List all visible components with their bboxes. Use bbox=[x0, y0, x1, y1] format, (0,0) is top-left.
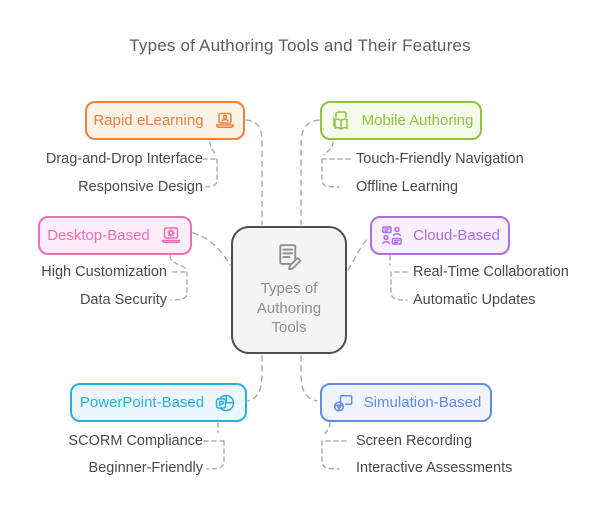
feature-screen-recording: Screen Recording bbox=[356, 433, 473, 449]
connector-center-to-powerpoint bbox=[247, 355, 263, 402]
people-chat-icon bbox=[380, 224, 404, 248]
document-pencil-icon bbox=[274, 242, 304, 272]
elearning-laptop-icon bbox=[213, 109, 237, 133]
bracket-cloud-features bbox=[389, 255, 408, 301]
node-label: Mobile Authoring bbox=[361, 112, 474, 129]
node-label: PowerPoint-Based bbox=[79, 394, 205, 411]
bracket-powerpoint-features bbox=[203, 422, 225, 470]
bracket-mobile-features bbox=[321, 141, 351, 188]
connector-rapid-to-center bbox=[245, 119, 263, 225]
mobile-book-icon bbox=[329, 109, 353, 133]
simulation-wheel-icon bbox=[331, 391, 355, 415]
feature-touch-friendly-navigation: Touch-Friendly Navigation bbox=[356, 151, 524, 167]
node-rapid-elearning: Rapid eLearning bbox=[85, 101, 245, 140]
center-node-types-of-authoring-tools: Types of Authoring Tools bbox=[231, 226, 347, 354]
center-line-2: Authoring bbox=[256, 299, 322, 317]
feature-real-time-collaboration: Real-Time Collaboration bbox=[413, 264, 569, 280]
feature-data-security: Data Security bbox=[79, 292, 167, 308]
feature-beginner-friendly: Beginner-Friendly bbox=[88, 460, 203, 476]
bracket-rapid-features bbox=[200, 141, 218, 188]
connector-center-to-simulation bbox=[300, 355, 318, 402]
feature-high-customization: High Customization bbox=[41, 264, 167, 280]
connector-desktop-to-center bbox=[192, 232, 231, 266]
node-mobile-authoring: Mobile Authoring bbox=[320, 101, 482, 140]
center-line-1: Types of bbox=[260, 279, 318, 297]
laptop-gear-icon bbox=[159, 224, 183, 248]
node-label: Rapid eLearning bbox=[93, 112, 204, 129]
connector-mobile-to-center bbox=[300, 119, 320, 225]
bracket-simulation-features bbox=[321, 422, 347, 470]
feature-drag-and-drop-interface: Drag-and-Drop Interface bbox=[45, 151, 203, 167]
node-simulation-based: Simulation-Based bbox=[320, 383, 492, 422]
feature-offline-learning: Offline Learning bbox=[356, 179, 459, 195]
node-label: Desktop-Based bbox=[47, 227, 150, 244]
feature-responsive-design: Responsive Design bbox=[78, 179, 203, 195]
center-line-3: Tools bbox=[271, 319, 307, 337]
powerpoint-pie-icon bbox=[213, 391, 237, 415]
feature-interactive-assessments: Interactive Assessments bbox=[356, 460, 513, 476]
center-node-label: Types of Authoring Tools bbox=[257, 279, 321, 338]
bracket-desktop-features bbox=[169, 255, 188, 301]
node-powerpoint-based: PowerPoint-Based bbox=[70, 383, 247, 422]
node-cloud-based: Cloud-Based bbox=[370, 216, 510, 255]
node-desktop-based: Desktop-Based bbox=[38, 216, 192, 255]
diagram-title: Types of Authoring Tools and Their Featu… bbox=[129, 36, 471, 55]
node-label: Simulation-Based bbox=[363, 394, 482, 411]
node-label: Cloud-Based bbox=[413, 227, 500, 244]
feature-scorm-compliance: SCORM Compliance bbox=[68, 433, 203, 449]
feature-automatic-updates: Automatic Updates bbox=[413, 292, 536, 308]
connector-cloud-to-center bbox=[347, 236, 370, 271]
